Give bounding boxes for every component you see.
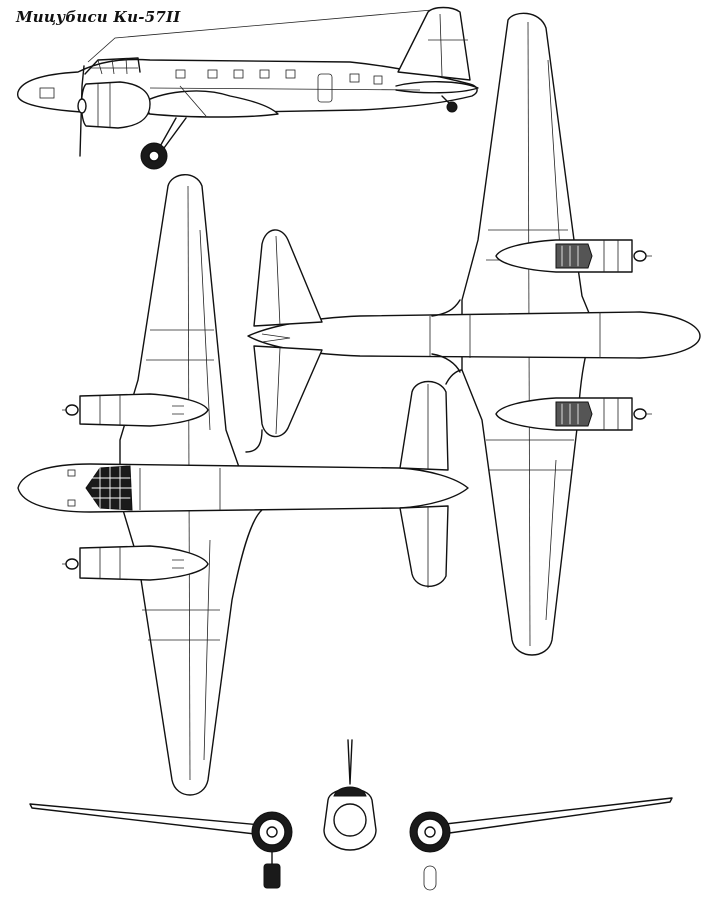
side-tail-fin	[397, 6, 471, 81]
underside-view	[245, 12, 701, 656]
underside-stabilizer-upper	[253, 229, 323, 327]
side-engine-nacelle	[80, 81, 151, 129]
plan-engine-nacelle-lower	[79, 545, 209, 581]
plan-stabilizer-upper	[399, 380, 449, 471]
plan-engine-nacelle-upper	[79, 393, 209, 427]
front-wing	[29, 803, 273, 837]
drawing-title: Мицубиси Ки-57II	[16, 8, 181, 26]
plan-view	[17, 174, 469, 796]
side-view	[16, 6, 479, 170]
side-windows	[175, 69, 383, 85]
front-view	[29, 739, 673, 891]
plan-stabilizer-lower	[399, 505, 449, 587]
side-wing	[139, 90, 279, 118]
underside-stabilizer-lower	[253, 345, 323, 438]
